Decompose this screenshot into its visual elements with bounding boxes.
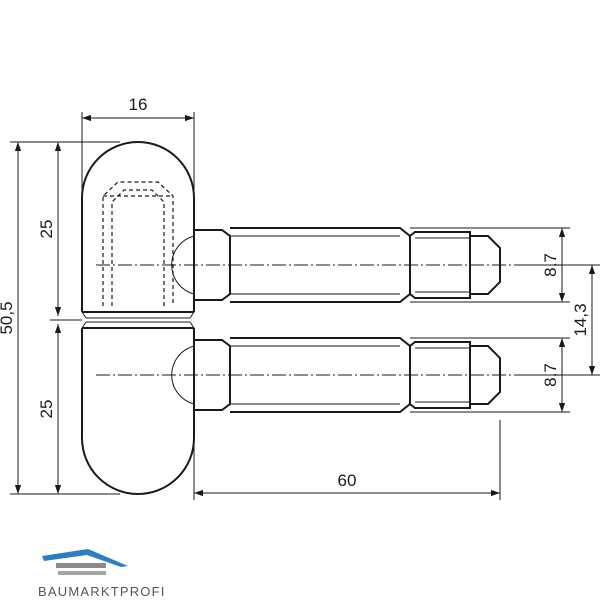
dimension-total-height: 50,5 <box>0 141 120 495</box>
upper-pin <box>96 227 522 303</box>
dimension-upper-pin-diameter: 8,7 <box>410 227 570 303</box>
dimension-upper-height: 25 <box>37 142 82 321</box>
hinge-body <box>81 141 195 495</box>
logo-bar-top <box>56 563 106 568</box>
lower-barrel <box>81 328 195 495</box>
dimension-label-total-height: 50,5 <box>0 301 16 334</box>
dimension-pin-spacing: 14,3 <box>522 264 600 376</box>
dimension-label-pin-length: 60 <box>338 471 357 490</box>
dimension-width-top: 16 <box>81 95 195 196</box>
dimension-pin-length: 60 <box>193 420 501 500</box>
logo-text: BAUMARKTPROFI <box>38 584 166 599</box>
lower-pin <box>96 337 522 413</box>
dimension-label-width: 16 <box>129 95 148 114</box>
dimension-label-upper-height: 25 <box>37 220 56 239</box>
dimension-lower-height: 25 <box>37 324 62 494</box>
logo-bar-bottom <box>58 571 106 575</box>
hidden-pin <box>102 181 174 306</box>
dimension-label-lower-height: 25 <box>37 400 56 419</box>
dimension-label-pin-spacing: 14,3 <box>571 303 590 336</box>
baumarktprofi-logo: BAUMARKTPROFI <box>38 549 166 599</box>
upper-barrel <box>81 141 195 312</box>
logo-roof-icon <box>42 549 128 567</box>
barrel-collar <box>81 311 195 329</box>
